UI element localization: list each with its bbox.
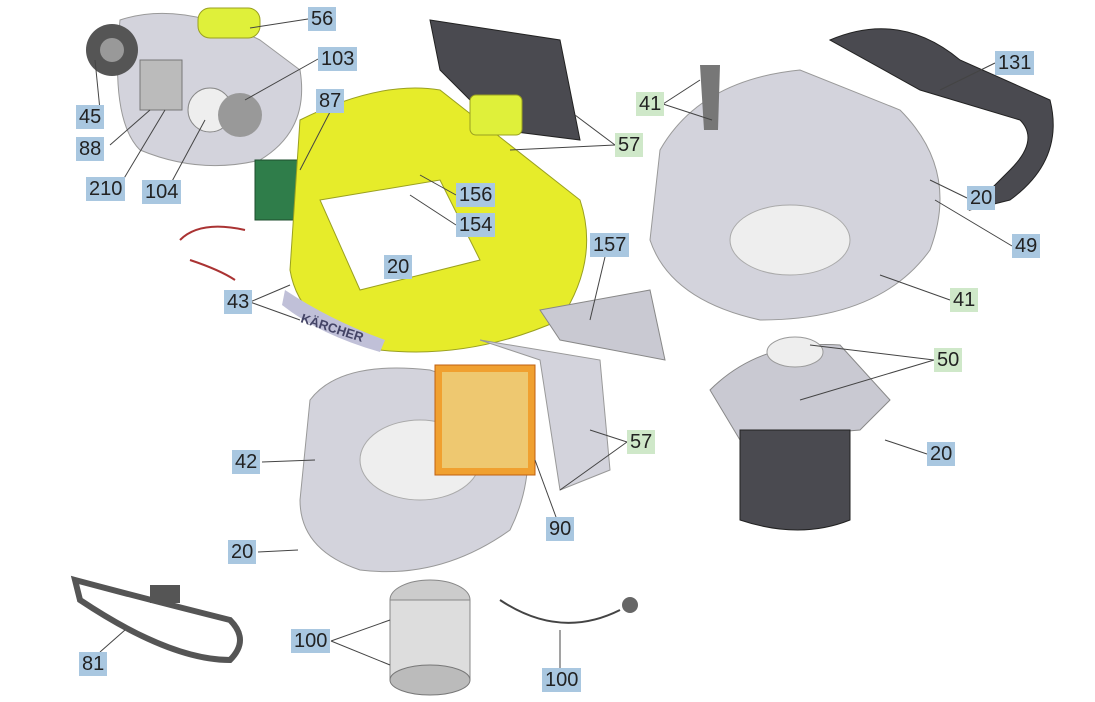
part-label-104: 104 [142, 180, 182, 204]
part-label-41: 41 [950, 288, 979, 312]
part-label-103: 103 [318, 47, 358, 71]
part-label-20: 20 [927, 442, 956, 466]
part-label-88: 88 [76, 137, 105, 161]
part-label-156: 156 [456, 183, 496, 207]
motor-housing-part [299, 289, 666, 573]
part-label-41: 41 [636, 92, 665, 116]
part-label-43: 43 [224, 290, 253, 314]
top-cover-part [649, 28, 1054, 321]
motor-part [389, 579, 638, 696]
part-label-20: 20 [967, 186, 996, 210]
part-label-20: 20 [384, 255, 413, 279]
part-label-81: 81 [79, 652, 108, 676]
yellow-housing-part: KÄRCHER [282, 87, 588, 353]
handle-part [429, 19, 581, 141]
part-label-87: 87 [316, 89, 345, 113]
control-panel-part [86, 7, 303, 167]
float-cage-part [709, 336, 891, 531]
part-label-157: 157 [590, 233, 630, 257]
part-label-100: 100 [291, 629, 331, 653]
power-cord-part [70, 575, 243, 664]
part-label-57: 57 [615, 133, 644, 157]
part-label-56: 56 [308, 7, 337, 31]
part-label-50: 50 [934, 348, 963, 372]
part-label-42: 42 [232, 450, 261, 474]
part-label-49: 49 [1012, 234, 1041, 258]
part-label-20: 20 [228, 540, 257, 564]
part-label-131: 131 [995, 51, 1035, 75]
leader-lines [94, 18, 1013, 668]
part-label-100: 100 [542, 668, 582, 692]
part-label-57: 57 [627, 430, 656, 454]
part-label-210: 210 [86, 177, 126, 201]
part-label-45: 45 [76, 105, 105, 129]
part-label-154: 154 [456, 213, 496, 237]
part-label-90: 90 [546, 517, 575, 541]
